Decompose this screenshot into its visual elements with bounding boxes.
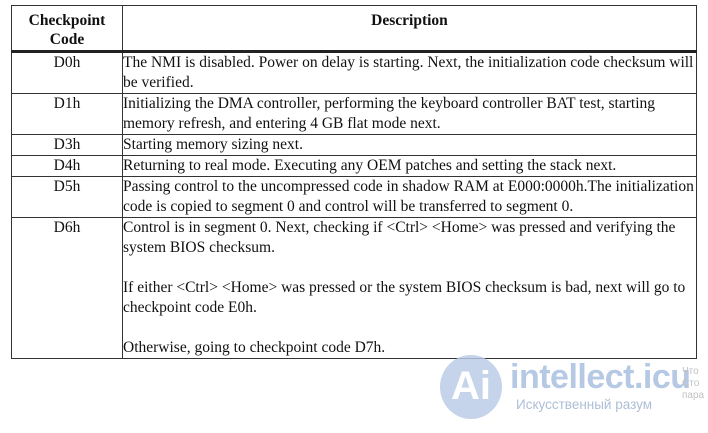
watermark-tagline: Искусственный разум [516,397,653,412]
description-paragraph: Otherwise, going to checkpoint code D7h. [123,339,386,356]
description-cell: Starting memory sizing next. [122,134,697,156]
description-paragraph: Passing control to the uncompressed code… [123,178,694,215]
checkpoint-code-cell: D0h [11,51,123,94]
column-header-checkpoint-code: Checkpoint Code [11,5,123,52]
cropped-edge-text: Что Сто пара [682,366,705,401]
watermark-site-name: intellect.icu [510,358,691,396]
description-cell: Control is in segment 0. Next, checking … [122,217,697,359]
description-cell: The NMI is disabled. Power on delay is s… [122,51,697,94]
checkpoint-code-cell: D3h [11,134,123,156]
checkpoint-code-cell: D4h [11,155,123,177]
column-header-description: Description [122,5,697,52]
description-cell: Returning to real mode. Executing any OE… [122,155,697,177]
checkpoint-code-cell: D1h [11,93,123,135]
description-paragraph: Initializing the DMA controller, perform… [123,95,655,132]
checkpoint-code-cell: D5h [11,176,123,218]
description-paragraph: Returning to real mode. Executing any OE… [123,157,617,174]
description-paragraph: Control is in segment 0. Next, checking … [123,219,676,256]
table-header-row: Checkpoint Code Description [11,5,697,52]
description-cell: Initializing the DMA controller, perform… [122,93,697,135]
description-paragraph: Starting memory sizing next. [123,136,303,153]
description-cell: Passing control to the uncompressed code… [122,176,697,218]
description-paragraph: The NMI is disabled. Power on delay is s… [123,54,694,91]
brand-logo-icon: Ai [440,355,502,419]
description-paragraph: If either <Ctrl> <Home> was pressed or t… [123,279,686,316]
checkpoint-code-cell: D6h [11,217,123,359]
watermark[interactable]: Ai intellect.icu Искусственный разум [438,352,708,422]
